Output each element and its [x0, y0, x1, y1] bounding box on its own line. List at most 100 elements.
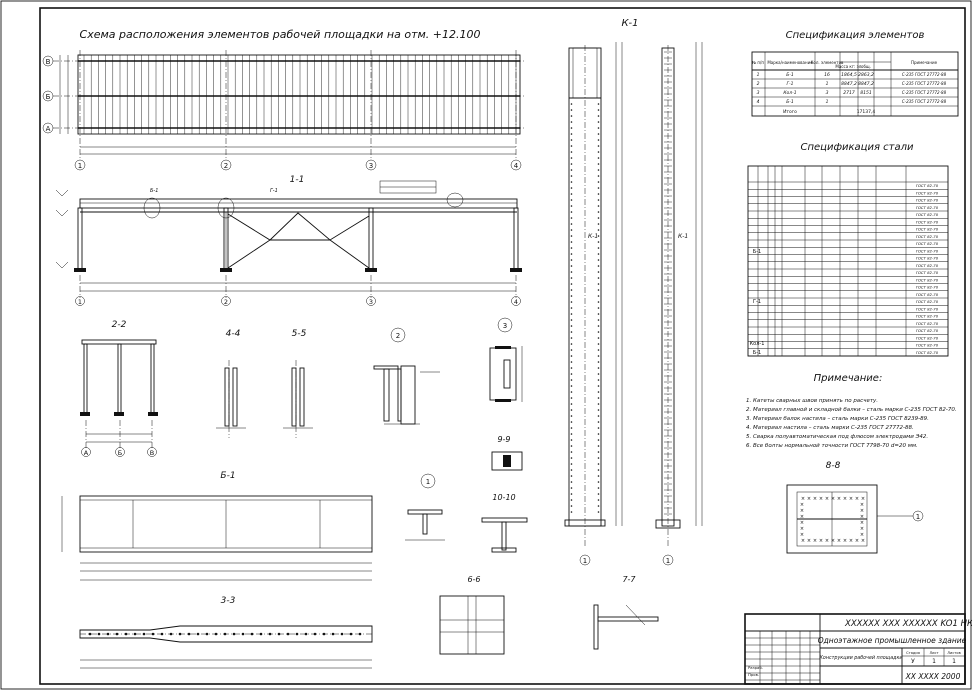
steel-standard: ГОСТ 82-70: [916, 183, 939, 188]
steel-standard: ГОСТ 82-70: [916, 335, 939, 340]
hole: [570, 181, 573, 183]
bolt: ×: [831, 538, 835, 544]
stamp-org: ХХ ХХХХ 2000: [905, 672, 961, 681]
hole: [597, 235, 600, 237]
bolt: ×: [860, 526, 864, 532]
hole: [570, 391, 573, 393]
bolt: ×: [837, 538, 841, 544]
section-3-3-holes: [88, 632, 362, 636]
hole: [570, 271, 573, 273]
stamp-subtitle: Конструкции рабочей площадки: [820, 655, 903, 661]
spec-cell: Г-1: [787, 81, 794, 87]
hole: [570, 295, 573, 297]
s22-axis-b: Б: [118, 449, 122, 457]
hole: [570, 337, 573, 339]
steel-standard: ГОСТ 82-70: [916, 190, 939, 195]
hole: [597, 493, 600, 495]
hole: [570, 463, 573, 465]
spec-cell: 8847,2: [858, 81, 874, 87]
steel-standard: ГОСТ 82-70: [916, 350, 939, 355]
hole: [597, 331, 600, 333]
hole: [570, 313, 573, 315]
hole: [570, 427, 573, 429]
hole: [597, 499, 600, 501]
hole: [570, 379, 573, 381]
hole: [570, 499, 573, 501]
hole: [597, 433, 600, 435]
spec-cell: 3: [826, 90, 829, 96]
detail-1: 1: [405, 473, 445, 541]
hole: [151, 632, 155, 636]
hole: [570, 469, 573, 471]
hole: [597, 253, 600, 255]
hole: [570, 187, 573, 189]
detail-1-label: 1: [426, 478, 430, 486]
bolt: ×: [800, 520, 804, 526]
bolt: ×: [807, 496, 811, 502]
title-block: XXXXXX XXX XXXXXX KO1 НК Одноэтажное про…: [744, 613, 972, 685]
hole: [597, 319, 600, 321]
spec-total-value: 17137,4: [857, 109, 876, 115]
bolt: ×: [843, 538, 847, 544]
spec-cell: С-235 ГОСТ 27772-88: [902, 81, 947, 86]
hole: [570, 259, 573, 261]
detail-3-label: 3: [503, 322, 507, 330]
hole: [597, 133, 600, 135]
hole: [570, 433, 573, 435]
axis-row-v: В: [46, 58, 51, 66]
section-3-3-title: 3-3: [221, 596, 236, 606]
section-2-2: 2-2 А Б В: [80, 320, 158, 457]
hole: [570, 151, 573, 153]
spec-cell: 1: [757, 72, 760, 78]
hole: [597, 343, 600, 345]
section-6-6-title: 6-6: [467, 575, 480, 584]
hole: [570, 145, 573, 147]
column-side-axis: 1: [666, 557, 670, 565]
section-10-10-title: 10-10: [492, 493, 515, 502]
steel-standard: ГОСТ 82-70: [916, 306, 939, 311]
stamp-sheets-value: 1: [952, 658, 956, 665]
section-8-8: 8-8 ×××××××××××××××××××××××××××××××××× 1: [786, 461, 924, 554]
hole: [570, 307, 573, 309]
mark-beam: Б-1: [150, 188, 158, 194]
hole: [570, 421, 573, 423]
mark-girder: Г-1: [270, 188, 278, 194]
hole: [570, 283, 573, 285]
steel-standard: ГОСТ 82-70: [916, 219, 939, 224]
spec-cell: С-235 ГОСТ 27772-88: [902, 99, 947, 104]
hole: [570, 343, 573, 345]
steel-standard: ГОСТ 82-70: [916, 328, 939, 333]
hole: [295, 632, 299, 636]
detail-3: 3: [489, 317, 523, 402]
hole: [597, 277, 600, 279]
hole: [597, 139, 600, 141]
hole: [597, 307, 600, 309]
bolt: ×: [860, 502, 864, 508]
axis-col-4: 4: [514, 162, 519, 170]
steel-standard: ГОСТ 82-70: [916, 205, 939, 210]
bolt: ×: [855, 496, 859, 502]
stamp-stage-value: У: [911, 658, 915, 665]
hole: [331, 632, 335, 636]
bolt: ×: [837, 496, 841, 502]
title-block-left-grid: [745, 631, 820, 684]
spec-elements-title: Спецификация элементов: [786, 30, 925, 41]
axis-col-2: 2: [224, 162, 228, 170]
hole: [160, 632, 164, 636]
hole: [570, 445, 573, 447]
hole: [570, 193, 573, 195]
stamp-title: Одноэтажное промышленное здание: [818, 636, 967, 645]
hole: [570, 235, 573, 237]
hole: [570, 199, 573, 201]
section-8-8-bolts: ××××××××××××××××××××××××××××××××××: [800, 496, 865, 544]
column-front-holes: [570, 103, 600, 513]
hole: [597, 157, 600, 159]
bolt: ×: [800, 508, 804, 514]
hole: [597, 505, 600, 507]
hole: [570, 157, 573, 159]
hole: [570, 373, 573, 375]
section-1-1-title: 1-1: [290, 175, 305, 185]
hole: [570, 121, 573, 123]
